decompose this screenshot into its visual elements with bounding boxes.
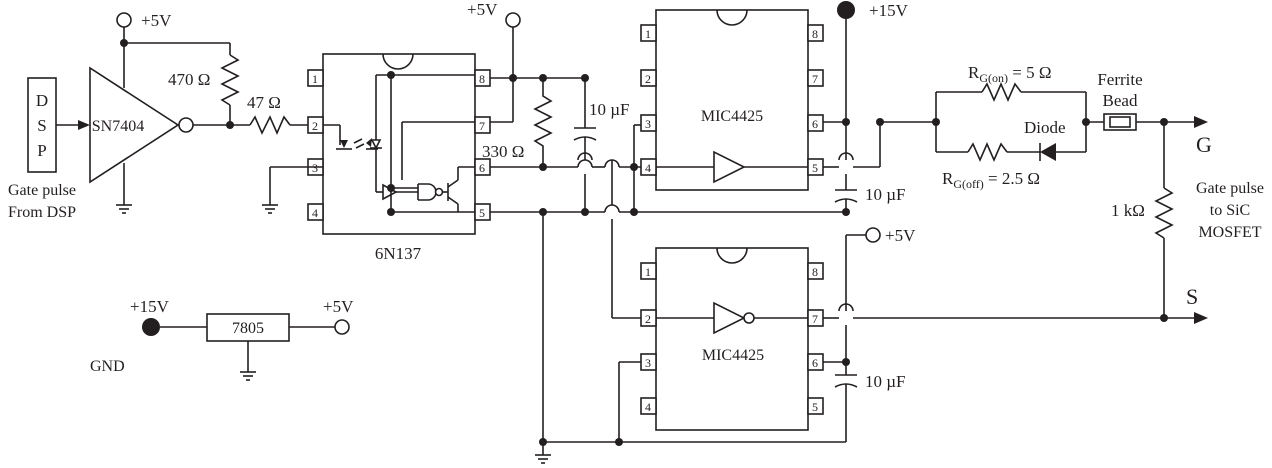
ic-6n137: 1 2 3 4 8 7 6 5 xyxy=(262,53,491,235)
inverter-bubble xyxy=(178,117,194,133)
inverter-icon xyxy=(713,301,746,335)
pin-label: 1 xyxy=(645,265,651,279)
vcc-5v-terminal xyxy=(865,227,881,243)
vcc-15v-terminal xyxy=(837,1,855,19)
pin-label: 4 xyxy=(312,206,318,220)
rg-off-label: RG(off) = 2.5 Ω xyxy=(942,169,1040,191)
pin-label: 8 xyxy=(479,72,485,86)
pin-label: 8 xyxy=(812,27,818,41)
diode-icon xyxy=(1040,143,1056,161)
sn7404-inverter: SN7404 xyxy=(89,66,194,184)
r330-label: 330 Ω xyxy=(482,142,524,161)
resistor-47-icon xyxy=(249,115,291,135)
arrow-icon xyxy=(1194,116,1208,128)
resistor-470-icon xyxy=(220,54,240,106)
dsp-letter-d: D xyxy=(36,91,48,110)
resistor-rg-off-icon xyxy=(967,142,1008,162)
dsp-letter-p: P xyxy=(37,141,46,160)
pin-label: 6 xyxy=(812,117,818,131)
rg-on-label: RG(on) = 5 Ω xyxy=(968,63,1052,85)
pin-label: 6 xyxy=(479,161,485,175)
pin-label: 8 xyxy=(812,265,818,279)
ferrite-label-line2: Bead xyxy=(1103,91,1138,110)
vcc-5v-terminal xyxy=(116,12,132,28)
r470-label: 470 Ω xyxy=(168,70,210,89)
ic-mic4425-top: 1 2 3 4 8 7 6 5 MIC4425 xyxy=(640,9,824,191)
pin-label: 7 xyxy=(479,119,485,133)
rg-on-value: = 5 Ω xyxy=(1008,63,1051,82)
ferrite-label-line1: Ferrite xyxy=(1097,70,1142,89)
ic-mic4425-label-1: MIC4425 xyxy=(701,108,763,125)
rg-off-value: = 2.5 Ω xyxy=(984,169,1040,188)
r47-label: 47 Ω xyxy=(247,93,281,112)
pin-label: 6 xyxy=(812,356,818,370)
pin-label: 4 xyxy=(645,400,651,414)
gate-pulse-caption-line3: MOSFET xyxy=(1198,224,1261,241)
arrow-icon xyxy=(78,120,90,130)
photodiode-icon xyxy=(366,138,372,147)
pin-label: 4 xyxy=(645,161,651,175)
r1k-label: 1 kΩ xyxy=(1111,201,1145,220)
vcc-5v-label-4: +5V xyxy=(323,297,354,316)
rg-on-base: R xyxy=(968,63,980,82)
led-icon xyxy=(340,140,348,148)
dsp-letter-s: S xyxy=(37,116,46,135)
pin-label: 2 xyxy=(645,312,651,326)
arrow-icon xyxy=(1194,312,1208,324)
reg-7805-label: 7805 xyxy=(232,320,264,337)
ic-mic4425-bottom: 1 2 3 4 8 7 6 5 MIC4425 xyxy=(640,247,824,431)
vcc-5v-label-2: +5V xyxy=(467,0,498,19)
dsp-caption-line2: From DSP xyxy=(8,204,76,221)
cap-10uf-label-3: 10 µF xyxy=(865,372,906,391)
resistor-1k-icon xyxy=(1154,187,1174,239)
vcc-15v-label-2: +15V xyxy=(130,297,170,316)
rg-off-base: R xyxy=(942,169,954,188)
terminal-s-label: S xyxy=(1186,284,1198,309)
gnd-label: GND xyxy=(90,358,125,375)
gate-pulse-caption-line1: Gate pulse xyxy=(1196,180,1264,197)
pin-label: 7 xyxy=(812,72,818,86)
vcc-15v-terminal xyxy=(142,318,160,336)
sn7404-label: SN7404 xyxy=(92,118,144,135)
terminal-g-label: G xyxy=(1196,132,1212,157)
vcc-5v-label-1: +5V xyxy=(141,11,172,30)
vcc-5v-terminal xyxy=(505,12,521,28)
cap-10uf-label-2: 10 µF xyxy=(865,185,906,204)
ground-icon xyxy=(262,204,278,214)
resistor-330-icon xyxy=(533,78,553,167)
ic-mic4425-label-2: MIC4425 xyxy=(702,347,764,364)
pin-label: 7 xyxy=(812,312,818,326)
ic-6n137-label: 6N137 xyxy=(375,244,422,263)
vcc-5v-label-3: +5V xyxy=(885,226,916,245)
diode-label: Diode xyxy=(1024,118,1066,137)
pin-label: 3 xyxy=(645,117,651,131)
rg-off-subscript: G(off) xyxy=(953,177,983,191)
pin-label: 2 xyxy=(645,72,651,86)
dsp-caption-line1: Gate pulse xyxy=(8,182,76,199)
vcc-5v-terminal xyxy=(334,319,350,335)
pin-label: 1 xyxy=(312,72,318,86)
vcc-15v-label-1: +15V xyxy=(869,1,909,20)
pin-label: 2 xyxy=(312,119,318,133)
pin-label: 3 xyxy=(645,356,651,370)
pin-label: 3 xyxy=(312,161,318,175)
pin-label: 5 xyxy=(812,400,818,414)
pin-label: 1 xyxy=(645,27,651,41)
dsp-block: D S P xyxy=(27,77,57,173)
resistor-rg-on-icon xyxy=(981,82,1022,102)
ground-icon xyxy=(116,204,132,214)
ground-icon xyxy=(535,454,551,464)
pin-label: 5 xyxy=(812,161,818,175)
buffer-icon xyxy=(713,150,746,184)
rg-on-subscript: G(on) xyxy=(979,71,1008,85)
gate-pulse-caption-line2: to SiC xyxy=(1210,202,1250,219)
pin-label: 5 xyxy=(479,206,485,220)
ground-icon xyxy=(240,371,256,381)
cap-10uf-label-1: 10 µF xyxy=(589,100,630,119)
